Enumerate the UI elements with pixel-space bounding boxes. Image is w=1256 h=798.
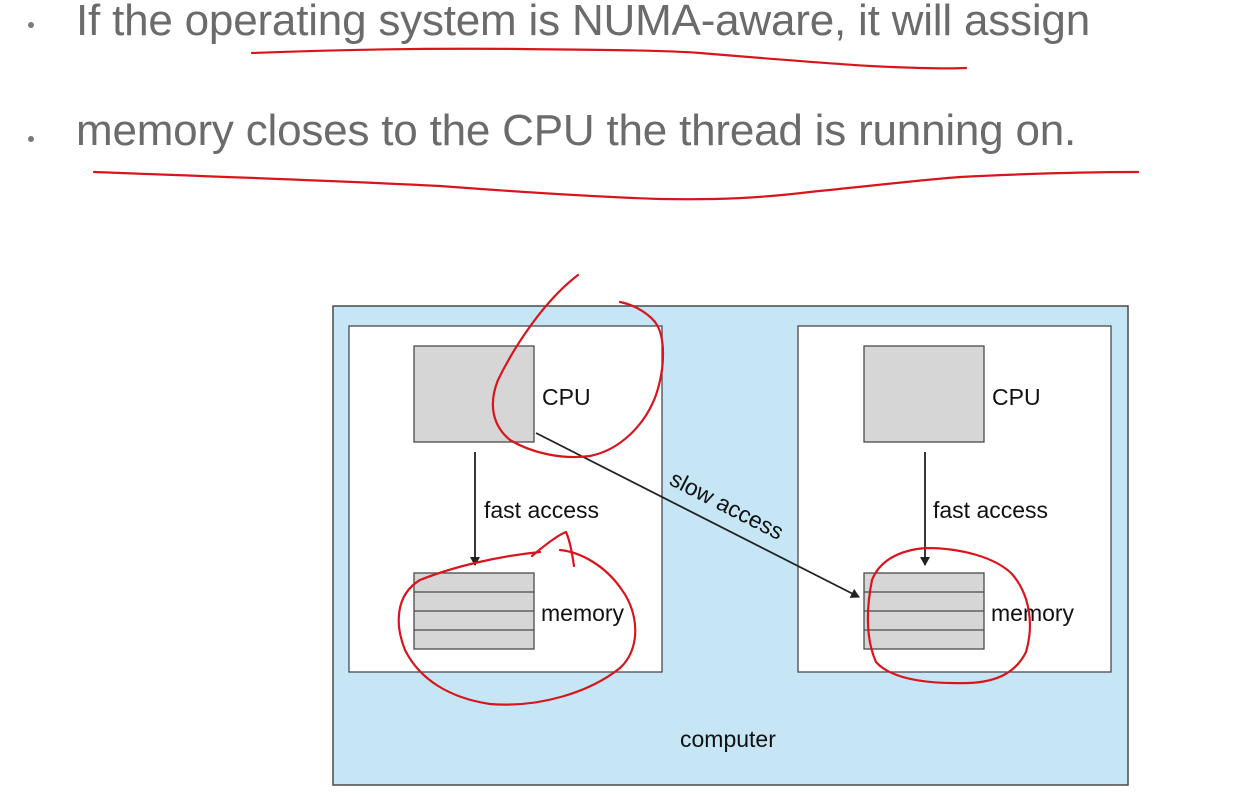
bullet-text: If the operating system is NUMA-aware, i… (76, 0, 1090, 45)
underline-line2-mark (92, 170, 1140, 201)
left-cpu-label: CPU (542, 384, 591, 410)
memory-circle-mark-right (866, 546, 1032, 685)
computer-label: computer (680, 726, 776, 752)
left-memory-label: memory (541, 600, 625, 626)
right-cpu-label: CPU (992, 384, 1041, 410)
cpu-circle-mark (491, 273, 665, 459)
right-fast-access-label: fast access (933, 497, 1048, 523)
underline-line1-mark (250, 47, 968, 70)
right-memory-block (863, 572, 985, 650)
right-memory-label: memory (991, 600, 1075, 626)
left-cpu-box (413, 345, 535, 443)
left-memory-block (413, 572, 535, 650)
bullet-dot-icon (28, 22, 34, 28)
memory-tick-mark-left (530, 530, 576, 568)
right-cpu-box (863, 345, 985, 443)
bullet-text: memory closes to the CPU the thread is r… (76, 106, 1077, 155)
bullet-dot-icon (28, 136, 34, 142)
slow-access-arrow (535, 432, 860, 598)
left-fast-access-label: fast access (484, 497, 599, 523)
memory-circle-mark-left (397, 548, 637, 706)
handwritten-annotations (92, 47, 1140, 706)
